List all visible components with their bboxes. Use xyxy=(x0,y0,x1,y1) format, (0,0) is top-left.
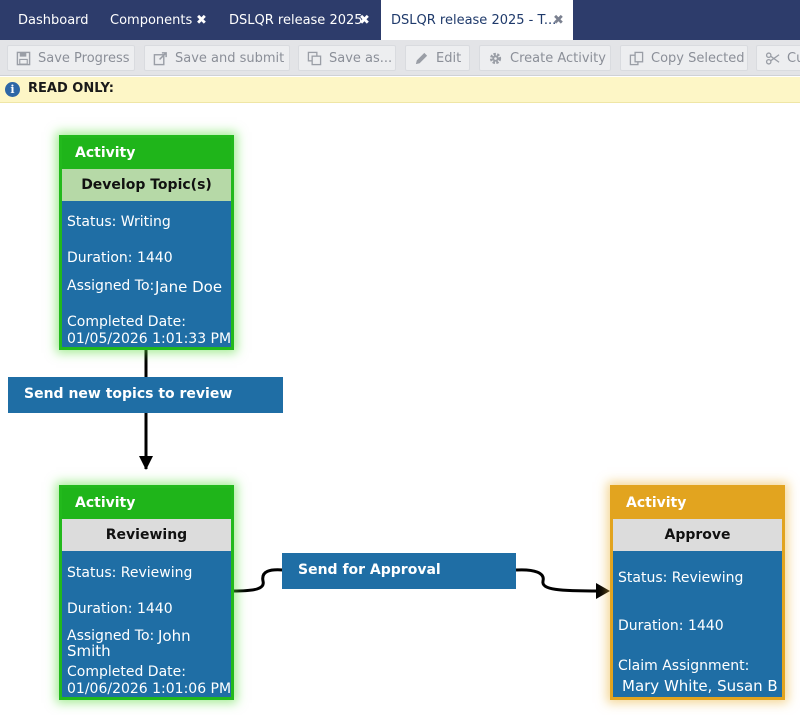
activity-develop-topics[interactable]: Activity Develop Topic(s) Status: Writin… xyxy=(59,135,234,350)
tab-bar: Dashboard Components ✖ DSLQR release 202… xyxy=(0,0,800,40)
tab-components[interactable]: Components ✖ xyxy=(100,0,220,40)
activity-header: Activity xyxy=(62,138,231,169)
copy-selected-icon xyxy=(629,51,644,66)
tab-label: DSLQR release 2025 - T... xyxy=(391,13,557,28)
tab-label: Dashboard xyxy=(18,13,89,28)
submit-icon xyxy=(153,52,167,66)
toolbar: Save Progress Save and submit Save as...… xyxy=(0,40,800,76)
transition-send-for-approval[interactable]: Send for Approval xyxy=(282,553,516,589)
button-label: Save and submit xyxy=(175,51,285,66)
activity-status: Status: Writing xyxy=(67,214,171,230)
workflow-canvas: Activity Develop Topic(s) Status: Writin… xyxy=(0,103,800,715)
create-activity-button[interactable]: Create Activity xyxy=(479,45,611,71)
activity-approve[interactable]: Activity Approve Status: Reviewing Durat… xyxy=(610,485,785,700)
arrow-head-approve xyxy=(596,583,610,599)
connector-2-left xyxy=(232,568,284,593)
activity-assigned-value: Jane Doe xyxy=(155,278,223,296)
activity-header: Activity xyxy=(62,488,231,519)
activity-completed-label: Completed Date: xyxy=(67,664,186,680)
tab-dslqr-release-2025[interactable]: DSLQR release 2025 ✖ xyxy=(219,0,379,40)
save-as-button[interactable]: Save as... xyxy=(298,45,396,71)
activity-name: Develop Topic(s) xyxy=(62,169,231,201)
activity-header: Activity xyxy=(613,488,782,519)
close-icon[interactable]: ✖ xyxy=(553,13,564,28)
button-label: Edit xyxy=(436,51,462,66)
read-only-text: READ ONLY: xyxy=(28,81,114,96)
button-label: Copy Selected xyxy=(651,51,745,66)
activity-assigned-label: Assigned To: xyxy=(67,278,155,294)
gear-icon xyxy=(489,52,502,65)
transition-send-new-topics-to-review[interactable]: Send new topics to review xyxy=(8,377,283,413)
scissors-icon xyxy=(765,52,780,65)
activity-duration: Duration: 1440 xyxy=(618,618,724,634)
button-label: Cut xyxy=(787,51,800,66)
read-only-banner: i READ ONLY: xyxy=(0,77,800,103)
button-label: Create Activity xyxy=(510,51,606,66)
activity-assigned-label: Assigned To: xyxy=(67,628,155,644)
activity-duration: Duration: 1440 xyxy=(67,601,173,617)
transition-label: Send for Approval xyxy=(298,562,441,578)
activity-name: Approve xyxy=(613,519,782,551)
activity-reviewing[interactable]: Activity Reviewing Status: Reviewing Dur… xyxy=(59,485,234,700)
tab-dashboard[interactable]: Dashboard xyxy=(8,0,98,40)
activity-name: Reviewing xyxy=(62,519,231,551)
tab-label: DSLQR release 2025 xyxy=(229,13,363,28)
copy-icon xyxy=(307,51,322,66)
tab-label: Components xyxy=(110,13,193,28)
connector-lines xyxy=(139,350,610,599)
activity-status: Status: Reviewing xyxy=(618,570,744,586)
save-icon xyxy=(16,51,31,66)
cut-button[interactable]: Cut xyxy=(756,45,800,71)
transition-label: Send new topics to review xyxy=(24,386,233,402)
activity-status: Status: Reviewing xyxy=(67,565,193,581)
activity-assigned-value-line2: Smith xyxy=(67,642,111,660)
tab-dslqr-release-2025-active[interactable]: DSLQR release 2025 - T... ✖ xyxy=(381,0,573,40)
button-label: Save as... xyxy=(329,51,393,66)
pencil-icon xyxy=(415,52,428,65)
activity-claim-value: Mary White, Susan B xyxy=(622,677,778,695)
activity-completed-value: 01/05/2026 1:01:33 PM xyxy=(67,331,232,347)
activity-completed-label: Completed Date: xyxy=(67,314,186,330)
connector-2-right xyxy=(515,568,601,593)
activity-completed-value: 01/06/2026 1:01:06 PM xyxy=(67,681,232,697)
save-and-submit-button[interactable]: Save and submit xyxy=(144,45,290,71)
activity-claim-label: Claim Assignment: xyxy=(618,658,750,674)
copy-selected-button[interactable]: Copy Selected xyxy=(620,45,748,71)
close-icon[interactable]: ✖ xyxy=(196,13,207,28)
activity-assigned-value-line1: John xyxy=(158,627,191,645)
button-label: Save Progress xyxy=(38,51,130,66)
save-progress-button[interactable]: Save Progress xyxy=(7,45,135,71)
close-icon[interactable]: ✖ xyxy=(359,13,370,28)
edit-button[interactable]: Edit xyxy=(405,45,470,71)
info-icon: i xyxy=(5,82,20,97)
activity-duration: Duration: 1440 xyxy=(67,250,173,266)
